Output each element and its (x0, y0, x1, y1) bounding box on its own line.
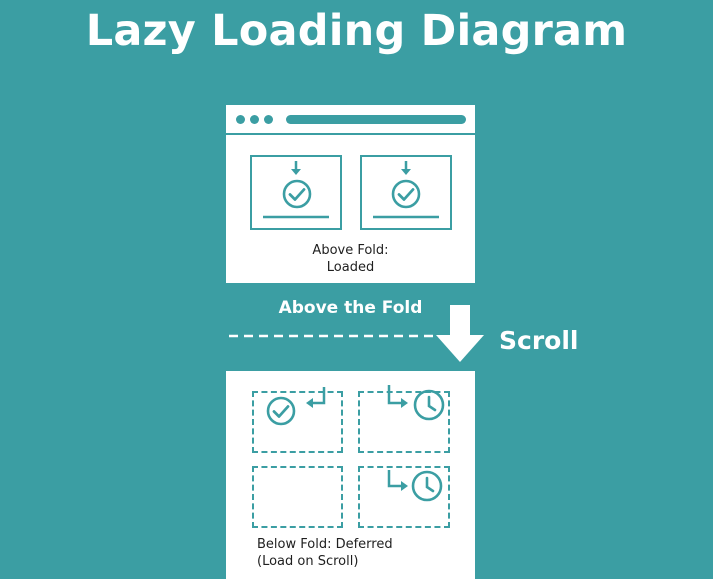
clock-icon (411, 470, 443, 502)
check-circle-icon (282, 179, 312, 209)
address-bar (286, 115, 466, 124)
below-fold-panel: Below Fold: Deferred (Load on Scroll) (226, 371, 475, 579)
image-placeholder-deferred (358, 466, 450, 528)
fold-label: Above the Fold (278, 298, 423, 318)
browser-window-above-fold: Above Fold: Loaded (226, 105, 475, 283)
image-placeholder-loaded (250, 155, 342, 230)
above-fold-caption: Above Fold: Loaded (226, 242, 475, 276)
scroll-down-arrow-icon (436, 305, 484, 362)
caption-line: Below Fold: Deferred (257, 537, 393, 552)
image-placeholder-loaded (360, 155, 452, 230)
content-line (263, 215, 329, 219)
check-circle-icon (266, 396, 296, 426)
download-arrow-icon (401, 161, 411, 175)
below-fold-caption: Below Fold: Deferred (Load on Scroll) (257, 536, 467, 570)
image-placeholder-loaded (252, 387, 343, 453)
check-circle-icon (391, 179, 421, 209)
caption-line: (Load on Scroll) (257, 554, 359, 569)
load-arrow-icon (387, 470, 408, 491)
content-line (373, 215, 439, 219)
browser-toolbar (226, 105, 475, 135)
window-control-dot (250, 115, 259, 124)
scroll-label: Scroll (499, 326, 579, 355)
window-control-dot (264, 115, 273, 124)
caption-line: Loaded (326, 260, 375, 275)
return-arrow-icon (306, 387, 326, 408)
caption-line: Above Fold: (312, 243, 389, 258)
image-placeholder-deferred (358, 385, 450, 453)
load-arrow-icon (387, 385, 408, 408)
download-arrow-icon (291, 161, 301, 175)
clock-icon (413, 389, 445, 421)
page-title: Lazy Loading Diagram (85, 6, 628, 56)
window-control-dot (236, 115, 245, 124)
image-placeholder-empty (252, 466, 343, 528)
